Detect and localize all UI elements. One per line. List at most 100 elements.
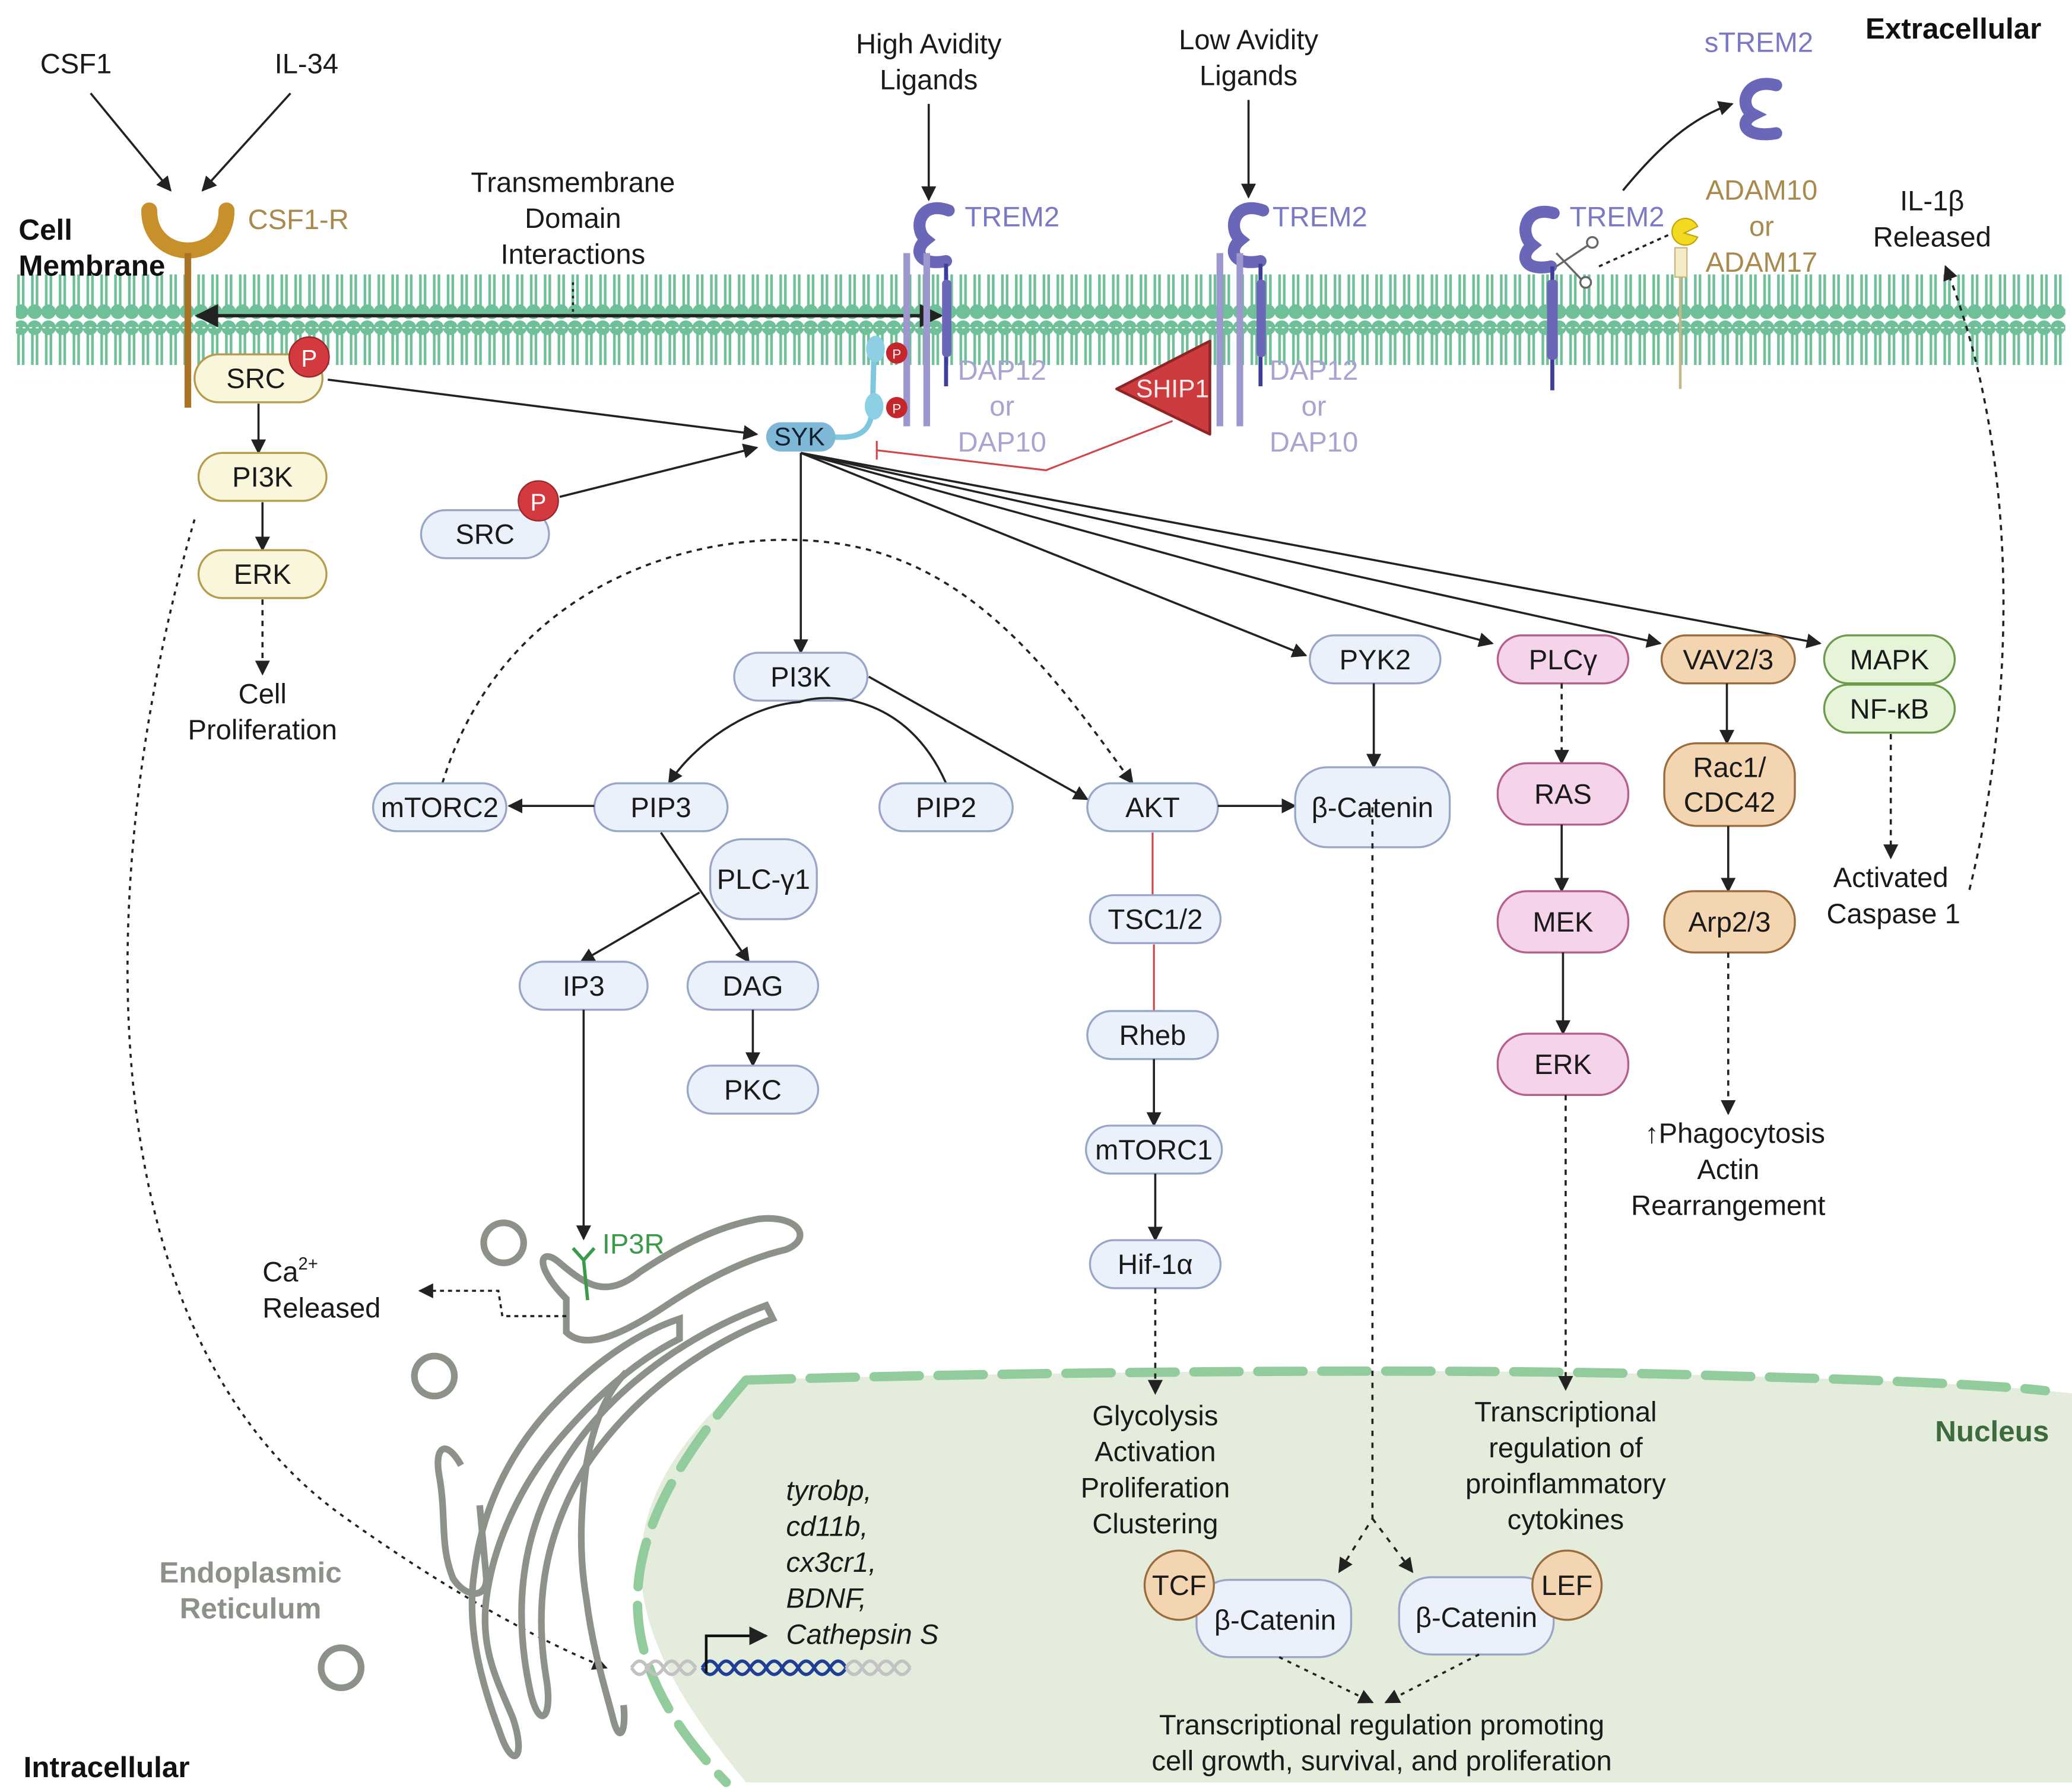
nucleus-label: Nucleus bbox=[1935, 1415, 2049, 1448]
node-pyk2[interactable]: PYK2 bbox=[1309, 634, 1442, 685]
svg-text:Cathepsin S: Cathepsin S bbox=[786, 1618, 939, 1650]
phagocytosis-label-1: ↑Phagocytosis bbox=[1645, 1117, 1825, 1149]
ship1-icon[interactable]: SHIP1 bbox=[1115, 339, 1211, 436]
phagocytosis-label-2: Actin bbox=[1697, 1154, 1759, 1185]
node-mapk[interactable]: MAPK bbox=[1823, 634, 1956, 685]
adam-label-2: or bbox=[1749, 210, 1774, 242]
node-rac1-cdc42[interactable]: Rac1/ CDC42 bbox=[1663, 742, 1796, 827]
node-mtorc2[interactable]: mTORC2 bbox=[372, 782, 507, 832]
dap-b-label-2: or bbox=[1302, 390, 1327, 421]
cell-membrane-label-1: Cell bbox=[18, 214, 72, 246]
node-dag[interactable]: DAG bbox=[686, 961, 820, 1011]
svg-text:BDNF,: BDNF, bbox=[786, 1583, 867, 1614]
svg-text:NF-κB: NF-κB bbox=[1850, 693, 1930, 725]
node-pkc[interactable]: PKC bbox=[686, 1064, 820, 1115]
dap-a-label-2: or bbox=[989, 390, 1014, 421]
svg-text:Rac1/: Rac1/ bbox=[1693, 752, 1766, 783]
dna-icon bbox=[630, 1659, 912, 1676]
node-mek[interactable]: MEK bbox=[1496, 890, 1630, 954]
transmembrane-label-2: Domain bbox=[525, 202, 621, 234]
node-pi3k-left[interactable]: PI3K bbox=[197, 452, 328, 502]
csf1r-receptor-icon bbox=[141, 202, 235, 259]
svg-text:P: P bbox=[892, 402, 901, 417]
node-arp[interactable]: Arp2/3 bbox=[1663, 890, 1796, 954]
svg-text:TSC1/2: TSC1/2 bbox=[1108, 904, 1203, 935]
phospho-dap-2-icon: P bbox=[886, 397, 908, 418]
adam-label-1: ADAM10 bbox=[1706, 174, 1818, 206]
node-mtorc1[interactable]: mTORC1 bbox=[1085, 1124, 1223, 1175]
il1b-label-1: IL-1β bbox=[1900, 185, 1964, 217]
node-pip3[interactable]: PIP3 bbox=[593, 782, 729, 832]
node-lef[interactable]: LEF bbox=[1531, 1549, 1603, 1621]
transcription-start-icon bbox=[705, 1626, 769, 1673]
cell-proliferation-label-1: Cell bbox=[239, 678, 287, 709]
node-vav[interactable]: VAV2/3 bbox=[1660, 634, 1796, 685]
extracellular-label: Extracellular bbox=[1865, 12, 2041, 45]
svg-text:AKT: AKT bbox=[1125, 792, 1180, 823]
phagocytosis-label-3: Rearrangement bbox=[1631, 1189, 1825, 1221]
node-pip2[interactable]: PIP2 bbox=[878, 782, 1014, 832]
low-avidity-label-1: Low Avidity bbox=[1179, 24, 1318, 55]
node-nfkb[interactable]: NF-κB bbox=[1823, 684, 1956, 734]
glycolysis-label-3: Proliferation bbox=[1081, 1472, 1230, 1503]
node-erk-right[interactable]: ERK bbox=[1496, 1032, 1630, 1097]
node-plcg[interactable]: PLCγ bbox=[1496, 634, 1630, 685]
ip3r-icon bbox=[572, 1247, 596, 1301]
node-src-membrane[interactable]: SRC bbox=[193, 353, 323, 403]
dap-b-label-1: DAP12 bbox=[1270, 354, 1358, 386]
svg-text:PYK2: PYK2 bbox=[1340, 644, 1411, 675]
strem2-icon bbox=[1739, 78, 1782, 141]
svg-text:TCF: TCF bbox=[1152, 1569, 1207, 1601]
cell-growth-label-1: Transcriptional regulation promoting bbox=[1159, 1709, 1604, 1740]
svg-text:SRC: SRC bbox=[226, 363, 285, 394]
high-avidity-label-2: Ligands bbox=[880, 63, 978, 95]
node-bcat-tcf[interactable]: β-Catenin bbox=[1195, 1578, 1353, 1658]
phospho-dap-1-icon: P bbox=[886, 342, 908, 364]
node-ras[interactable]: RAS bbox=[1496, 762, 1630, 826]
il34-label: IL-34 bbox=[275, 47, 338, 79]
svg-text:P: P bbox=[301, 345, 317, 372]
glycolysis-label-1: Glycolysis bbox=[1092, 1400, 1218, 1431]
node-akt[interactable]: AKT bbox=[1086, 782, 1219, 832]
node-ip3[interactable]: IP3 bbox=[518, 961, 649, 1011]
svg-text:DAG: DAG bbox=[722, 970, 783, 1002]
node-rheb[interactable]: Rheb bbox=[1086, 1010, 1219, 1060]
caspase-label-1: Activated bbox=[1833, 862, 1949, 893]
trem2-cleaved-label: TREM2 bbox=[1570, 201, 1665, 233]
svg-text:PI3K: PI3K bbox=[232, 461, 293, 492]
node-plcg1[interactable]: PLC-γ1 bbox=[709, 838, 818, 920]
node-bcatenin[interactable]: β-Catenin bbox=[1294, 766, 1451, 849]
cell-proliferation-label-2: Proliferation bbox=[188, 714, 337, 745]
svg-text:mTORC2: mTORC2 bbox=[381, 792, 499, 823]
phospho-src-free-icon: P bbox=[518, 480, 559, 522]
svg-text:SYK: SYK bbox=[774, 422, 824, 451]
svg-text:SHIP1: SHIP1 bbox=[1136, 375, 1209, 403]
dap-chain-2 bbox=[923, 253, 931, 427]
intracellular-label: Intracellular bbox=[24, 1751, 190, 1784]
transmembrane-label-3: Interactions bbox=[501, 239, 646, 270]
svg-text:PLC-γ1: PLC-γ1 bbox=[717, 863, 810, 895]
svg-text:MAPK: MAPK bbox=[1850, 644, 1930, 675]
node-tsc[interactable]: TSC1/2 bbox=[1089, 894, 1222, 945]
dap-a-label-1: DAP12 bbox=[958, 354, 1046, 386]
dap-a-label-3: DAP10 bbox=[958, 426, 1046, 457]
svg-text:cd11b,: cd11b, bbox=[786, 1510, 868, 1542]
svg-text:cx3cr1,: cx3cr1, bbox=[786, 1546, 877, 1578]
node-pi3k[interactable]: PI3K bbox=[733, 652, 869, 702]
node-src-free[interactable]: SRC bbox=[420, 509, 550, 560]
node-bcat-lef[interactable]: β-Catenin bbox=[1398, 1576, 1555, 1655]
er-label-2: Reticulum bbox=[180, 1593, 322, 1625]
node-tcf[interactable]: TCF bbox=[1143, 1549, 1215, 1621]
node-syk[interactable]: SYK bbox=[766, 422, 836, 452]
node-hif1a[interactable]: Hif-1α bbox=[1089, 1239, 1222, 1289]
svg-text:PKC: PKC bbox=[724, 1074, 782, 1105]
er-label-1: Endoplasmic bbox=[159, 1556, 341, 1589]
svg-text:β-Catenin: β-Catenin bbox=[1416, 1601, 1537, 1633]
node-erk-left[interactable]: ERK bbox=[197, 549, 328, 599]
cell-growth-label-2: cell growth, survival, and proliferation bbox=[1151, 1745, 1611, 1777]
dap-b-label-3: DAP10 bbox=[1270, 426, 1358, 457]
il1b-label-2: Released bbox=[1873, 221, 1991, 252]
ca-released-label-2: Released bbox=[262, 1292, 380, 1323]
svg-text:mTORC1: mTORC1 bbox=[1095, 1134, 1213, 1165]
